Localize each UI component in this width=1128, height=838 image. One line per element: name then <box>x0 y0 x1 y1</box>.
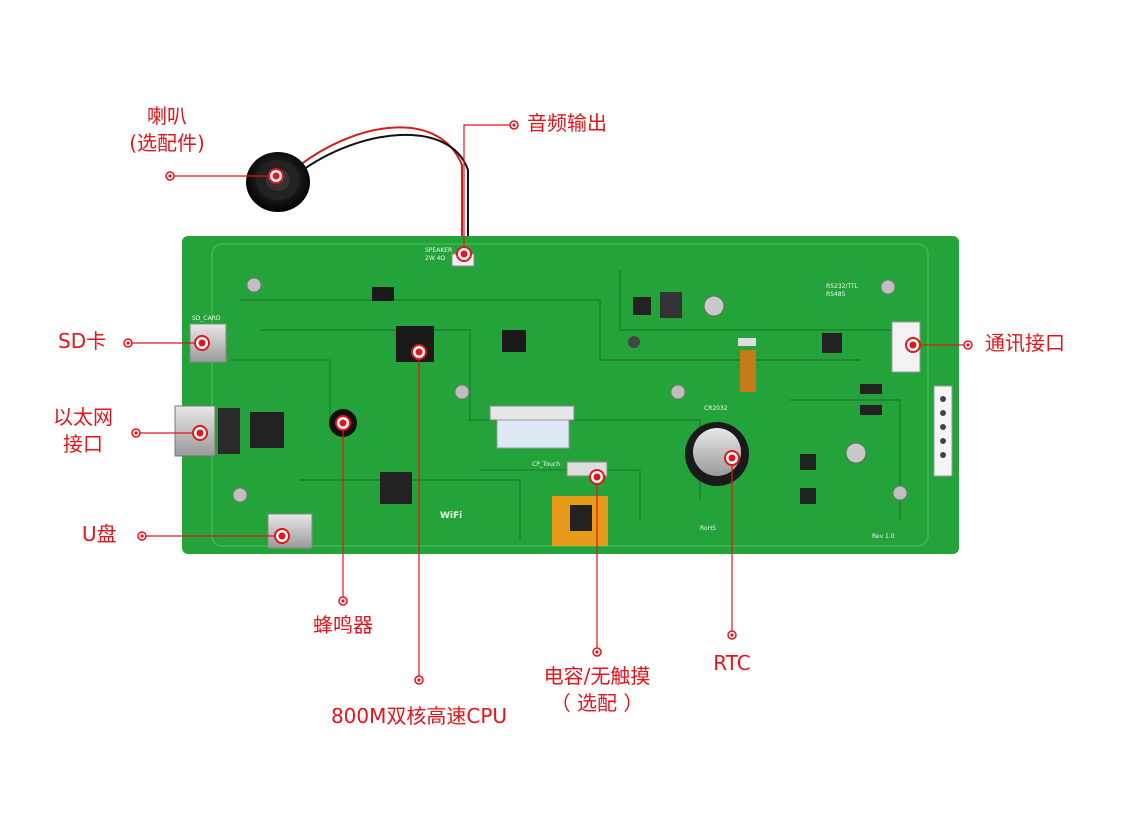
marker-audio-end-icon <box>509 120 519 130</box>
label-touch: 电容/无触摸 （ 选配 ） <box>522 663 672 717</box>
rs485-silk: RS485 <box>826 291 846 298</box>
label-buzzer: 蜂鸣器 <box>313 613 373 637</box>
speaker-spec-silk: 2W 4Ω <box>425 255 445 262</box>
label-audio-out: 音频输出 <box>527 111 607 135</box>
marker-rtc-icon <box>724 450 740 466</box>
marker-sd-icon <box>194 335 210 351</box>
label-speaker-line2: (选配件) <box>129 131 205 155</box>
label-ethernet-line1: 以太网 <box>53 405 113 429</box>
label-touch-line2: （ 选配 ） <box>550 691 644 715</box>
label-comm-port: 通讯接口 <box>985 331 1065 355</box>
marker-usb-end-icon <box>137 531 147 541</box>
speaker-conn-silk: SPEAKER <box>425 247 452 254</box>
sd-slot-silk: SD_CARD <box>192 315 221 322</box>
label-rtc: RTC <box>713 651 751 675</box>
label-sd-card: SD卡 <box>58 329 107 353</box>
label-speaker-line1: 喇叭 <box>147 104 187 128</box>
touch-conn-silk: CP_Touch <box>532 461 560 468</box>
label-touch-line1: 电容/无触摸 <box>543 664 651 688</box>
marker-rtc-end-icon <box>727 630 737 640</box>
wifi-logo: WiFi <box>440 511 462 521</box>
rs232-silk: RS232/TTL <box>826 283 859 290</box>
marker-comm-icon <box>905 337 921 353</box>
label-usb: U盘 <box>82 522 117 546</box>
annotation-markers <box>123 120 973 685</box>
marker-sd-end-icon <box>123 338 133 348</box>
label-cpu: 800M双核高速CPU <box>330 704 508 728</box>
revision-silk: Rev 1.0 <box>872 533 895 540</box>
label-speaker: 喇叭 (选配件) <box>112 103 222 157</box>
pcb-board <box>174 236 959 554</box>
annotation-lines <box>128 124 968 680</box>
marker-comm-end-icon <box>963 340 973 350</box>
label-ethernet: 以太网 接口 <box>40 404 126 458</box>
marker-buzzer-icon <box>335 415 351 431</box>
marker-cpu-end-icon <box>414 675 424 685</box>
marker-usb-icon <box>274 528 290 544</box>
marker-ethernet-icon <box>192 425 208 441</box>
marker-audio-icon <box>456 246 472 262</box>
marker-speaker-end-icon <box>165 171 175 181</box>
marker-cpu-icon <box>411 344 427 360</box>
speaker-wire-red <box>299 126 463 255</box>
battery-silk: CR2032 <box>704 405 728 412</box>
marker-touch-icon <box>589 469 605 485</box>
marker-ethernet-end-icon <box>131 428 141 438</box>
marker-touch-end-icon <box>592 647 602 657</box>
marker-buzzer-end-icon <box>338 596 348 606</box>
label-ethernet-line2: 接口 <box>63 432 103 456</box>
rohs-logo: RoHS <box>700 525 716 532</box>
marker-speaker-icon <box>268 168 284 184</box>
